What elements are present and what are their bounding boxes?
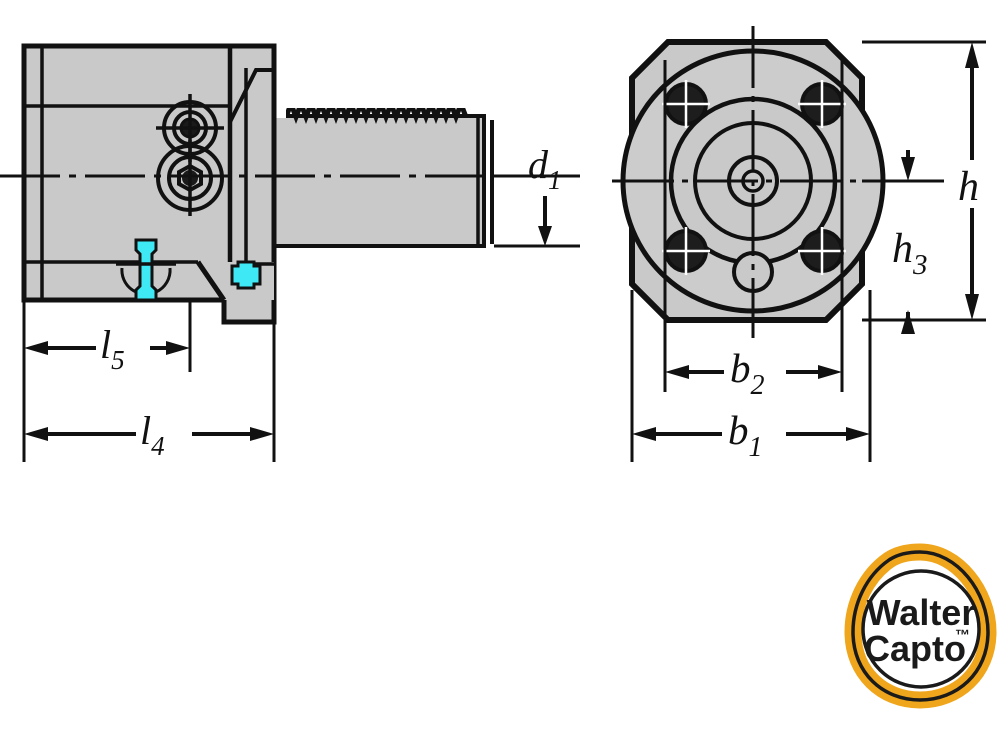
- b1-arrow-right: [846, 427, 870, 441]
- dimension-b1: b1: [630, 290, 872, 463]
- dimension-label-l4: l4: [140, 408, 165, 461]
- logo-ring-outline-outer: [851, 550, 990, 702]
- dimension-label-h: h: [958, 164, 979, 210]
- dimension-label-l5: l5: [100, 322, 125, 375]
- logo-ring-outline-inner: [861, 569, 981, 689]
- side-section-view: d1 l5: [0, 43, 580, 462]
- walter-capto-logo: Walter Capto ™: [844, 543, 997, 709]
- clamp-screw-lower: [156, 140, 224, 216]
- logo-brand-line2: Capto: [864, 628, 966, 669]
- b1-label-mask: [722, 410, 786, 458]
- h3-arrow-top: [901, 157, 915, 181]
- thread-teeth: [283, 108, 469, 124]
- dimension-d1: d1: [494, 142, 580, 248]
- highlight-screw-vertical: [134, 238, 158, 302]
- b2-arrow-right: [818, 365, 842, 379]
- l4-arrow-right: [250, 427, 274, 441]
- highlight-parts: [116, 238, 262, 302]
- screw-seat-arc-right: [155, 267, 172, 294]
- block-foot: [221, 300, 277, 325]
- h-label-mask: [952, 160, 994, 208]
- dimension-label-b1: b1: [728, 407, 763, 463]
- dimension-l5: l5: [22, 300, 192, 375]
- b2-label-mask: [724, 348, 786, 394]
- thread-profile: [272, 108, 469, 124]
- b1-arrow-left: [632, 427, 656, 441]
- bolt-holes: [662, 80, 846, 275]
- logo-brand-line1: Walter: [867, 592, 976, 633]
- block-top-chamfer: [228, 68, 272, 123]
- l5-arrow-right: [166, 341, 190, 355]
- highlight-plug-horizontal: [230, 260, 262, 290]
- screw-seat-arc-left: [120, 267, 137, 294]
- dimension-b2: b2: [663, 60, 844, 401]
- shank-body: [270, 114, 494, 248]
- thread-start-mask: [272, 108, 286, 118]
- front-flange-view: h h3: [612, 26, 994, 463]
- dimension-label-b2: b2: [730, 345, 765, 401]
- dimension-l4: l4: [22, 300, 276, 462]
- dimension-h: h: [862, 40, 994, 322]
- dimension-label-d1: d1: [528, 142, 562, 195]
- d1-arrow-head: [538, 226, 552, 246]
- block-step-diagonal: [195, 260, 227, 302]
- l4-arrow-left: [24, 427, 48, 441]
- b2-arrow-left: [665, 365, 689, 379]
- shank-outline: [270, 114, 486, 248]
- h-arrow-top: [965, 42, 979, 68]
- h3-label-mask: [886, 218, 958, 270]
- logo-trademark-symbol: ™: [955, 627, 970, 644]
- h3-arrow-bottom: [901, 310, 915, 334]
- dimension-label-h3: h3: [892, 226, 928, 281]
- l5-label-mask: [96, 326, 150, 370]
- l5-arrow-left: [24, 341, 48, 355]
- l4-label-mask: [136, 412, 192, 456]
- h-arrow-bottom: [965, 294, 979, 320]
- dimension-h3: h3: [862, 150, 958, 334]
